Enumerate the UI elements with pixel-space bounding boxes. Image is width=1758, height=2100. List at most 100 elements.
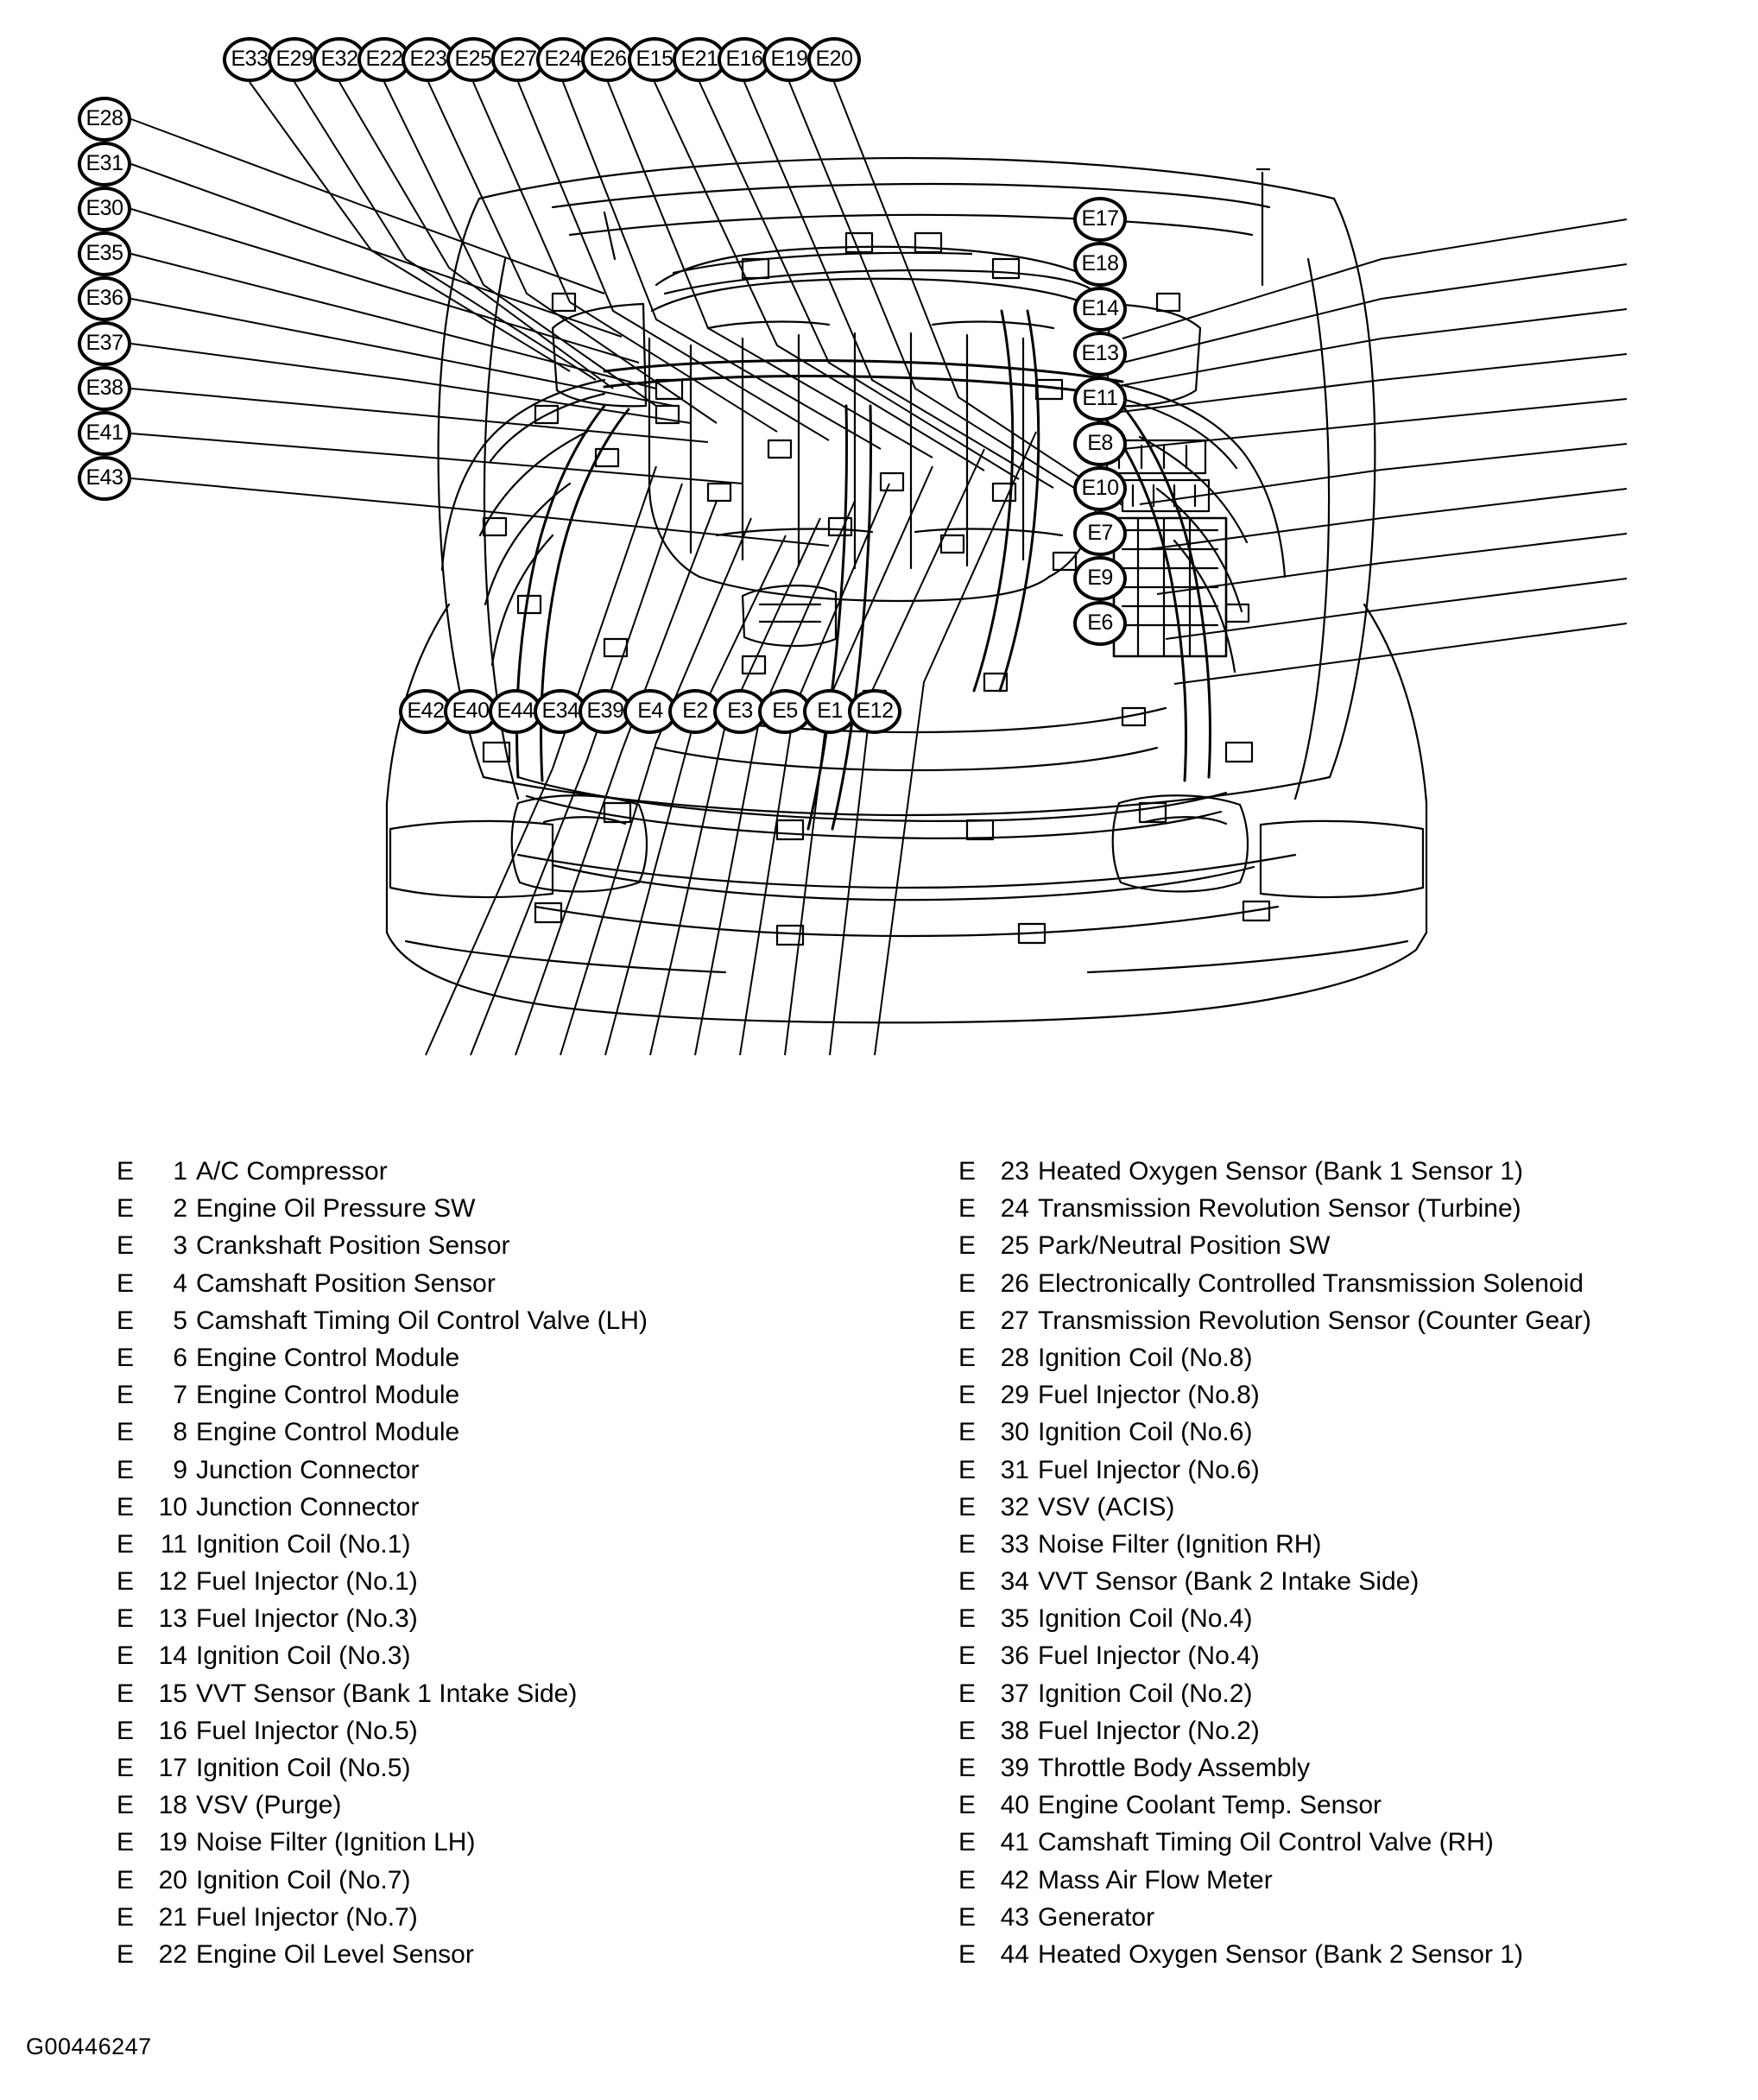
legend-item-description: VVT Sensor (Bank 1 Intake Side): [196, 1679, 578, 1708]
legend-item-letter: E: [958, 1231, 977, 1261]
callout-bubble-e35[interactable]: E35: [78, 231, 131, 276]
callout-bubble-e14[interactable]: E14: [1073, 287, 1127, 332]
legend-item-letter: E: [958, 1679, 977, 1708]
callout-bubble-e8[interactable]: E8: [1073, 421, 1127, 466]
callout-bubble-e41[interactable]: E41: [78, 411, 131, 456]
callout-label: E27: [499, 47, 537, 71]
callout-bubble-e18[interactable]: E18: [1073, 242, 1127, 287]
legend-item-number: 23: [1000, 1157, 1029, 1186]
callout-label: E35: [85, 241, 123, 265]
callout-bubble-e11[interactable]: E11: [1073, 376, 1127, 421]
legend-item-number: 25: [1000, 1231, 1029, 1261]
callout-bubble-e39[interactable]: E39: [579, 689, 632, 734]
callout-bubble-e5[interactable]: E5: [758, 689, 812, 734]
legend-item-number: 42: [1000, 1865, 1029, 1894]
legend-item-letter: E: [117, 1306, 135, 1335]
legend-item-letter: E: [958, 1157, 977, 1186]
callout-bubble-e9[interactable]: E9: [1073, 556, 1127, 601]
legend-item-number: 21: [158, 1902, 187, 1932]
callout-bubble-e43[interactable]: E43: [78, 456, 131, 501]
callout-bubble-e26[interactable]: E26: [581, 37, 635, 82]
callout-label: E37: [85, 331, 123, 355]
callout-bubble-e10[interactable]: E10: [1073, 466, 1127, 511]
callout-bubble-e36[interactable]: E36: [78, 276, 131, 321]
legend-item-letter: E: [958, 1791, 977, 1820]
callout-label: E34: [541, 699, 579, 723]
callout-bubble-e2[interactable]: E2: [668, 689, 722, 734]
callout-bubble-e7[interactable]: E7: [1073, 511, 1127, 556]
callout-label: E8: [1087, 431, 1113, 455]
callout-bubble-e13[interactable]: E13: [1073, 332, 1127, 376]
legend-item-number: 38: [1000, 1716, 1029, 1745]
callout-bubble-e44[interactable]: E44: [489, 689, 542, 734]
callout-bubble-e19[interactable]: E19: [762, 37, 816, 82]
callout-bubble-e38[interactable]: E38: [78, 366, 131, 411]
callout-bubble-e30[interactable]: E30: [78, 187, 131, 231]
legend-item-number: 10: [158, 1492, 187, 1521]
legend-item-description: Ignition Coil (No.8): [1038, 1343, 1253, 1372]
legend-item-letter: E: [958, 1754, 977, 1782]
legend-item-number: 14: [158, 1641, 187, 1671]
callout-bubble-e25[interactable]: E25: [446, 37, 500, 82]
callout-label: E33: [231, 47, 269, 71]
callout-bubble-e12[interactable]: E12: [848, 689, 901, 734]
legend-item-number: 37: [1000, 1679, 1029, 1708]
callout-bubble-e17[interactable]: E17: [1073, 197, 1127, 242]
callout-bubble-e31[interactable]: E31: [78, 142, 131, 187]
legend-item-letter: E: [117, 1716, 135, 1745]
legend-item-description: Fuel Injector (No.2): [1038, 1716, 1260, 1745]
legend-item-letter: E: [958, 1641, 977, 1671]
legend-item-letter: E: [117, 1492, 135, 1521]
callout-bubble-e40[interactable]: E40: [444, 689, 497, 734]
callout-bubble-e37[interactable]: E37: [78, 321, 131, 366]
callout-bubble-e21[interactable]: E21: [673, 37, 726, 82]
legend-item-description: Camshaft Timing Oil Control Valve (LH): [196, 1306, 648, 1335]
legend-item-letter: E: [117, 1679, 135, 1708]
callout-bubble-e27[interactable]: E27: [491, 37, 545, 82]
callout-bubble-e24[interactable]: E24: [536, 37, 590, 82]
legend-item-number: 28: [1000, 1343, 1029, 1372]
callout-label: E16: [725, 47, 763, 71]
callout-bubble-e20[interactable]: E20: [807, 37, 861, 82]
callout-bubble-e28[interactable]: E28: [78, 97, 131, 142]
legend-item-letter: E: [117, 1157, 135, 1186]
legend-item-description: Ignition Coil (No.2): [1038, 1679, 1253, 1708]
legend-item-number: 24: [1000, 1194, 1029, 1224]
callout-label: E2: [682, 699, 708, 723]
callout-label: E41: [85, 421, 123, 445]
callout-bubble-e6[interactable]: E6: [1073, 601, 1127, 646]
callout-label: E12: [856, 699, 894, 723]
callout-bubble-e34[interactable]: E34: [534, 689, 587, 734]
callout-bubble-e4[interactable]: E4: [623, 689, 677, 734]
legend-item-number: 18: [158, 1791, 187, 1820]
callout-label: E23: [409, 47, 447, 71]
legend-item-number: 36: [1000, 1641, 1029, 1671]
legend-item-number: 4: [173, 1268, 187, 1298]
legend-item-number: 39: [1000, 1754, 1029, 1782]
